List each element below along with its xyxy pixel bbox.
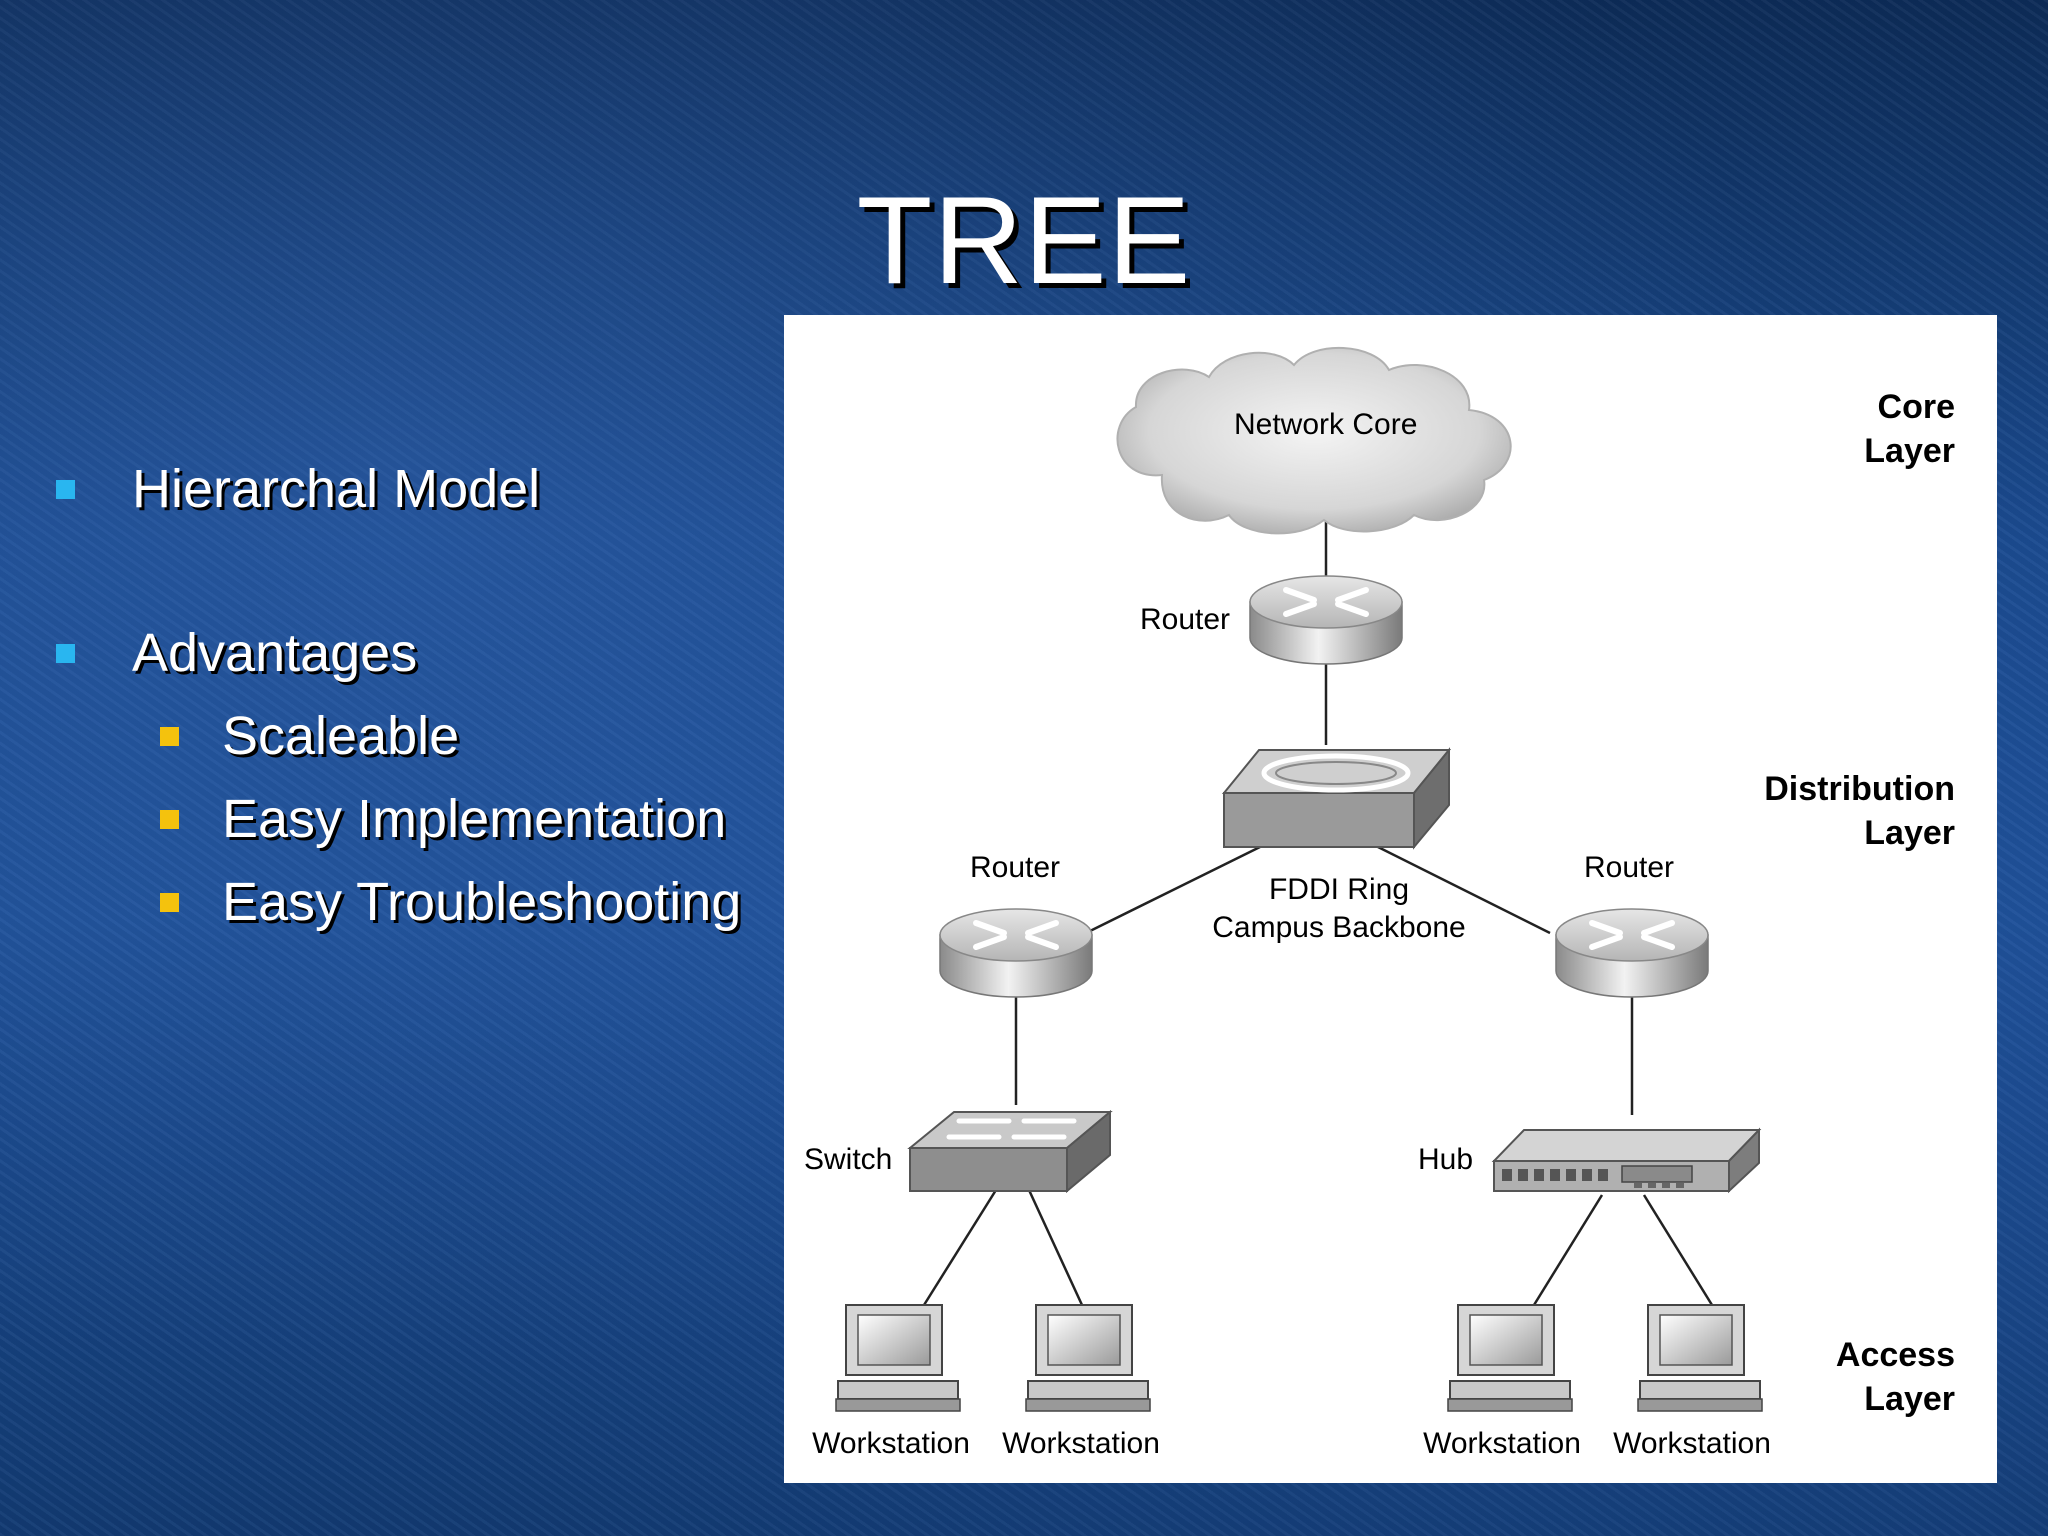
square-bullet-icon [160,810,179,829]
sub-bullet-text: Easy Implementation [222,789,727,849]
hub-icon [1491,1127,1762,1194]
workstation-icon [1447,1304,1573,1412]
switch-label: Switch [804,1143,893,1176]
workstation-label: Workstation [1423,1427,1581,1460]
core-layer-label: Core Layer [1864,385,1955,473]
sub-bullet-text: Scaleable [222,706,460,766]
layer-label-line: Distribution [1764,770,1955,808]
workstation-icon [1637,1304,1763,1412]
hub-label: Hub [1418,1143,1474,1176]
distribution-layer-label: Distribution Layer [1764,767,1955,855]
square-bullet-icon [56,644,75,663]
layer-label-line: Core [1877,388,1955,426]
sub-bullet-text: Easy Troubleshooting [222,872,742,932]
diagram-graphics [835,347,1763,1412]
network-core-label: Network Core [1234,408,1418,441]
workstation-icon [835,1304,961,1412]
layer-label-line: Layer [1864,1380,1955,1418]
router-icon [1249,575,1403,665]
router-icon [1555,908,1709,998]
fddi-label-line: Campus Backbone [1212,911,1466,944]
tree-topology-diagram: Core Layer Distribution Layer Access Lay… [784,315,1997,1483]
fddi-label-line: FDDI Ring [1268,873,1410,906]
fddi-backbone-label: FDDI Ring Campus Backbone [1184,871,1494,947]
router-label-right: Router [1584,851,1675,884]
square-bullet-icon [56,480,75,499]
layer-label-line: Layer [1864,432,1955,470]
slide-title: TREE [856,172,1192,310]
router-label-top: Router [1140,603,1231,636]
workstation-label: Workstation [1002,1427,1160,1460]
workstation-icon [1025,1304,1151,1412]
layer-label-line: Access [1835,1336,1955,1374]
fddi-ring-device-icon [1221,747,1452,850]
workstation-label: Workstation [812,1427,970,1460]
connection-lines [922,511,1714,1306]
bullet-text: Advantages [132,623,418,683]
network-core-cloud-icon [1116,347,1512,535]
workstation-label: Workstation [1613,1427,1771,1460]
square-bullet-icon [160,893,179,912]
router-icon [939,908,1093,998]
bullet-text: Hierarchal Model [132,459,541,519]
switch-icon [907,1109,1113,1194]
access-layer-label: Access Layer [1836,1333,1955,1421]
router-label-left: Router [970,851,1061,884]
layer-label-line: Layer [1864,814,1955,852]
square-bullet-icon [160,727,179,746]
